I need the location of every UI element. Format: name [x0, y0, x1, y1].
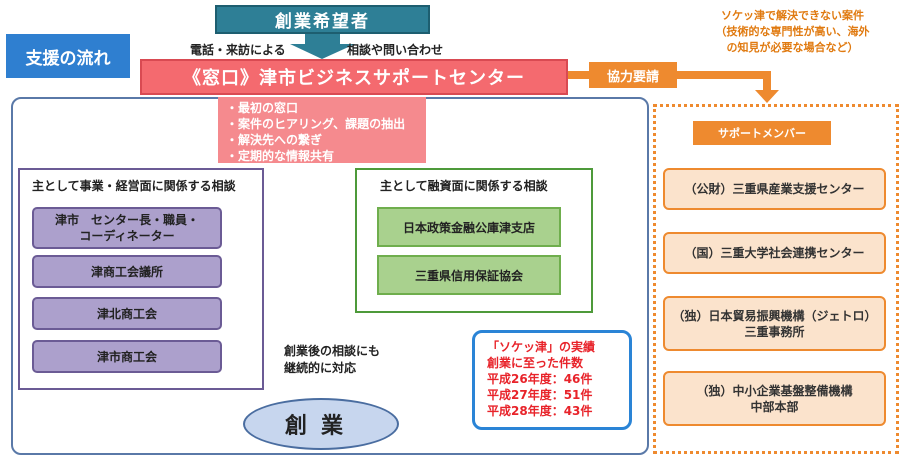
finance-item-jfc: 日本政策金融公庫津支店 — [377, 207, 561, 247]
request-label: 協力要請 — [589, 62, 677, 88]
escalation-note: ソケッ津で解決できない案件（技術的な専門性が高い、海外の知見が必要な場合など） — [715, 9, 870, 54]
finance-heading: 主として融資面に関係する相談 — [380, 179, 548, 193]
contact-right-label: 相談や問い合わせ — [347, 43, 444, 57]
member-mie-univ: （国）三重大学社会連携センター — [663, 232, 886, 274]
arrow-request-to-support — [568, 71, 771, 92]
arrow-applicant-to-window — [290, 34, 355, 59]
support-frame — [653, 104, 899, 454]
support-heading: サポートメンバー — [693, 121, 831, 145]
contact-left-label: 電話・来訪による — [190, 43, 286, 57]
window-box: 《窓口》津市ビジネスサポートセンター — [140, 59, 568, 95]
business-item-tsushi: 津市商工会 — [32, 340, 222, 373]
member-mie-support: （公財）三重県産業支援センター — [663, 168, 886, 210]
member-jetro: （独）日本貿易振興機構（ジェトロ）三重事務所 — [663, 296, 886, 351]
business-item-chamber: 津商工会議所 — [32, 255, 222, 288]
business-item-tsu-city: 津市 センター長・職員・コーディネーター — [32, 207, 222, 249]
finance-item-guarantee: 三重県信用保証協会 — [377, 255, 561, 295]
startup-ellipse: 創業 — [243, 398, 399, 450]
applicant-box: 創業希望者 — [215, 5, 430, 34]
member-smrj: （独）中小企業基盤整備機構中部本部 — [663, 371, 886, 426]
continue-note: 創業後の相談にも継続的に対応 — [284, 344, 381, 375]
results-box: 「ソケッ津」の実績創業に至った件数 平成26年度：46件平成27年度：51件平成… — [472, 330, 632, 430]
window-duties: ・最初の窓口・案件のヒアリング、課題の抽出 ・解決先への繋ぎ・定期的な情報共有 — [218, 97, 426, 163]
flow-title: 支援の流れ — [6, 34, 130, 78]
business-item-tsukita: 津北商工会 — [32, 297, 222, 330]
business-heading: 主として事業・経営面に関係する相談 — [32, 179, 236, 193]
